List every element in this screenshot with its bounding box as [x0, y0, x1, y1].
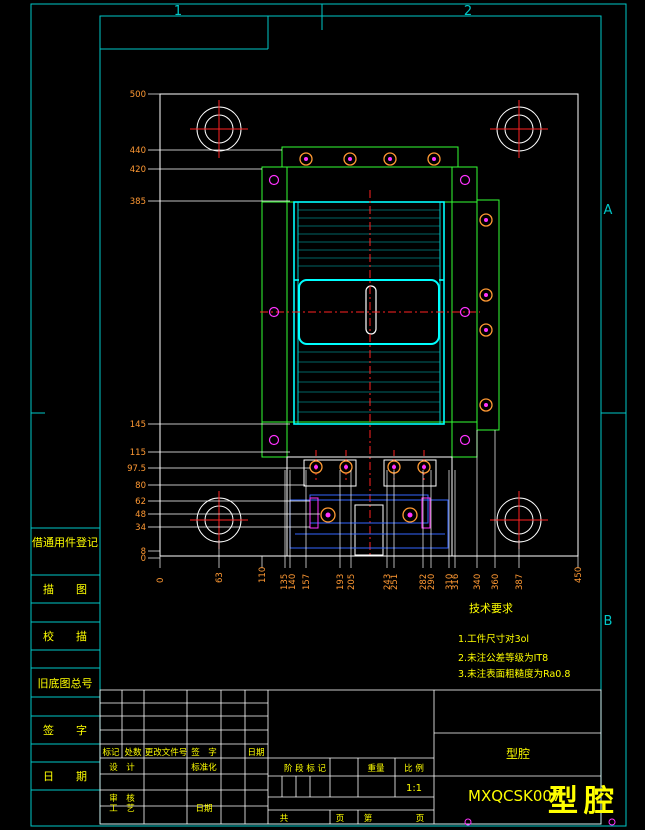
stage-footer: 共: [280, 814, 289, 824]
x-dim-label: 63: [215, 572, 225, 583]
x-dim-label: 157: [302, 574, 312, 590]
zone-label-a: A: [604, 203, 613, 218]
stage-table: 阶 段 标 记 重量 比 例 1:1 共 页 第 页: [280, 763, 425, 824]
x-dim-label: 387: [515, 574, 525, 590]
x-dim-label: 310: [445, 574, 455, 590]
zone-labels: 1 2 A B: [174, 4, 613, 629]
x-dim-label: 243: [383, 574, 393, 590]
tech-req-item: 2.未注公差等级为IT8: [458, 652, 548, 664]
y-dim-label: 115: [130, 448, 146, 458]
left-strip-cell: 校 描: [43, 629, 87, 643]
tech-req-item: 1.工件尺寸对3ol: [458, 633, 529, 645]
left-strip-cell: 签 字: [43, 723, 87, 737]
rev-header: 标记: [102, 747, 120, 758]
rev-header: 签 字: [191, 747, 217, 758]
stage-header: 比 例: [404, 763, 424, 774]
drawing-number: MXQCSK007: [468, 787, 562, 805]
x-dim-label: 193: [336, 574, 346, 590]
y-dim-label: 34: [135, 523, 146, 533]
runner-markers: [309, 497, 431, 529]
screw-centers: [304, 157, 488, 518]
stage-footer: 页: [416, 814, 425, 824]
x-dim-label: 251: [390, 574, 400, 590]
tech-req-title: 技术要求: [469, 602, 513, 615]
rev-header: 更改文件号: [145, 747, 188, 758]
rev-cell: 标准化: [191, 762, 217, 773]
x-dim-label: 205: [347, 574, 357, 590]
y-dim-label: 80: [135, 481, 146, 491]
y-dim-label: 62: [135, 497, 146, 507]
y-dim-label: 0: [141, 554, 146, 564]
rev-cell: 日期: [195, 804, 212, 814]
screw-holes: [299, 152, 493, 523]
part-name: 型腔: [506, 746, 530, 761]
tech-req-item: 3.未注表面粗糙度为Ra0.8: [458, 668, 570, 680]
y-dim-label: 500: [130, 90, 146, 100]
pin-holes: [268, 174, 471, 446]
x-dim-label: 110: [258, 567, 268, 583]
x-dim-label: 360: [491, 574, 501, 590]
x-dim-label: 0: [156, 578, 166, 583]
x-dim-labels: 0 63 110 135 140 157 193 205 243 251 282…: [156, 567, 584, 590]
x-dim-label: 140: [288, 574, 298, 590]
slot: [365, 285, 377, 335]
zone-label-b: B: [604, 614, 613, 629]
stage-scale: 1:1: [406, 783, 422, 794]
left-strip-cell: 旧底图总号: [38, 676, 93, 690]
rev-header: 处数: [124, 747, 142, 758]
x-dim-label: 316: [451, 574, 461, 590]
stage-footer: 第: [364, 813, 373, 824]
revision-table: 标记 处数 更改文件号 签 字 日期 设 计 标准化 审 核 工 艺 日期: [102, 747, 264, 814]
x-dim-label: 135: [280, 574, 290, 590]
x-dim-lines: [159, 430, 579, 568]
y-dim-label: 48: [135, 510, 146, 520]
y-dim-label: 385: [130, 197, 146, 207]
x-dim-label: 282: [419, 574, 429, 590]
rev-cell: 设 计: [109, 762, 135, 773]
tech-requirements: 技术要求 1.工件尺寸对3ol 2.未注公差等级为IT8 3.未注表面粗糙度为R…: [458, 602, 570, 680]
x-dim-label: 450: [574, 567, 584, 583]
corner-markers: [464, 818, 616, 826]
runner: [289, 494, 449, 549]
left-strip: 借通用件登记 描 图 校 描 旧底图总号 签 字 日 期: [32, 535, 98, 783]
rev-cell: 工 艺: [109, 804, 135, 814]
left-strip-cell: 描 图: [43, 582, 87, 596]
lower-plate: [286, 456, 453, 557]
x-dim-label: 340: [473, 574, 483, 590]
left-strip-cell: 日 期: [43, 770, 87, 783]
y-dim-label: 97.5: [127, 464, 146, 474]
stage-header: 阶 段 标 记: [284, 763, 327, 774]
y-dim-label: 440: [130, 146, 146, 156]
cavity: [293, 201, 445, 425]
mold-plate: [159, 93, 579, 557]
cavity-ribs: [298, 209, 440, 413]
stamp-title: 型腔: [548, 784, 620, 819]
y-dim-label: 8: [141, 547, 146, 557]
y-dim-label: 420: [130, 165, 146, 175]
zone-label-1: 1: [174, 4, 182, 19]
y-dim-labels: 500 440 420 385 145 115 97.5 80 62 48 34…: [127, 90, 146, 564]
zone-label-2: 2: [464, 4, 472, 19]
rev-header: 日期: [247, 748, 264, 758]
guide-hole-centerlines: [190, 100, 548, 549]
stage-footer: 页: [336, 814, 345, 824]
y-dim-lines: [148, 93, 320, 559]
rev-cell: 审 核: [109, 793, 135, 804]
left-strip-cell: 借通用件登记: [32, 535, 98, 549]
y-dim-label: 145: [130, 420, 146, 430]
stage-header: 重量: [367, 763, 385, 774]
title-block: [99, 689, 602, 825]
x-dim-label: 290: [427, 574, 437, 590]
